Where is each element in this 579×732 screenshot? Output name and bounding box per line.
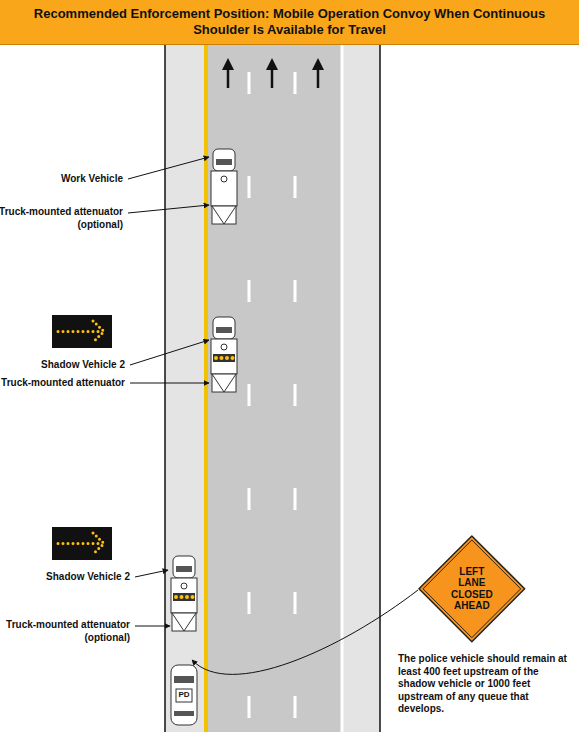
title: Recommended Enforcement Position: Mobile… [0,4,579,41]
arrow-board [52,315,112,348]
police-vehicle [171,665,197,725]
vehicle-label: Shadow Vehicle 2 [46,571,130,584]
direction-arrow [222,58,324,88]
vehicle-label: Truck-mounted attenuator (optional) [0,619,130,644]
arrow-board [52,527,112,560]
leader-line [128,157,418,674]
shadow-vehicle [171,556,197,631]
vehicle-marking: PD [176,690,192,700]
vehicle-label: Truck-mounted attenuator [1,377,125,390]
vehicle-label: Work Vehicle [61,173,123,186]
sign-text: LEFT LANE CLOSED AHEAD [451,566,493,612]
warning-sign: LEFT LANE CLOSED AHEAD [418,535,526,643]
vehicle-label: Shadow Vehicle 2 [41,359,125,372]
roadway [165,45,380,732]
title-bar: Recommended Enforcement Position: Mobile… [0,0,579,45]
shadow-vehicle [211,317,237,392]
note-text: The police vehicle should remain at leas… [398,653,576,716]
work-vehicle [211,149,237,224]
vehicle-label: Truck-mounted attenuator (optional) [0,206,123,231]
